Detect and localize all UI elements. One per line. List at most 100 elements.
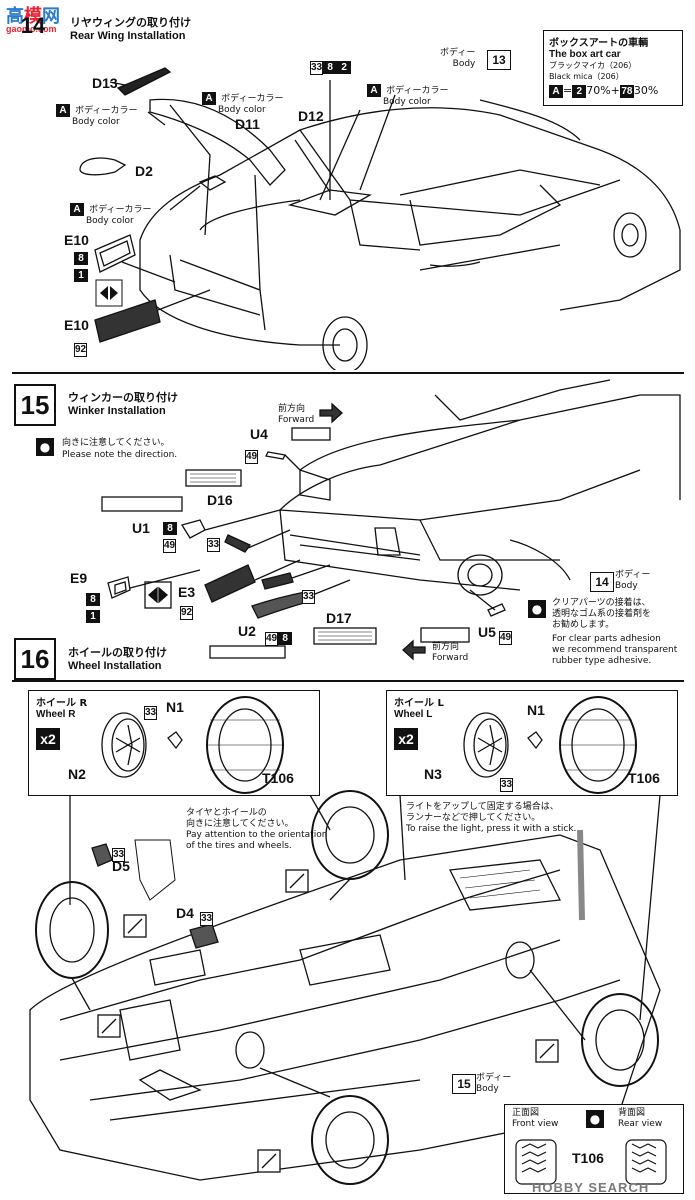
boxart-title-en: The box art car: [549, 49, 621, 60]
color-a-1: A: [56, 104, 70, 117]
paint-49-u4: 49: [245, 444, 259, 464]
paint-33-d17: 33: [302, 584, 316, 604]
body-color-4: A ボディーカラー Body color: [70, 197, 151, 227]
body-color-en-4: Body color: [86, 216, 134, 226]
step-14-title: リヤウィングの取り付け Rear Wing Installation: [70, 14, 191, 42]
step14-body-ref: ボディー Body: [440, 48, 475, 70]
wheel-l-jp: ホイール L: [394, 698, 444, 709]
divider-15-16: [12, 680, 684, 682]
tire-orientation-note: タイヤとホイールの 向きに注意してください。 Pay attention to …: [186, 808, 327, 852]
paint-33-d4-badge: 33: [200, 912, 214, 926]
wheel-l-33: 33: [500, 772, 514, 792]
paint-8: 8: [323, 61, 338, 74]
forward-bottom-en: Forward: [432, 653, 469, 663]
body-color-3: A ボディーカラー Body color: [367, 78, 448, 108]
step-15-number: 15: [14, 384, 56, 426]
forward-bottom: 前方向 Forward: [432, 642, 468, 664]
color-2-badge: 2: [572, 85, 587, 98]
step-16-number: 16: [14, 638, 56, 680]
wheel-r-x2: x2: [36, 728, 60, 750]
note1-en-2: of the tires and wheels.: [186, 841, 292, 851]
wm-char-3: 网: [42, 6, 60, 26]
rear-view-en: Rear view: [618, 1119, 663, 1129]
step15-note-en: Please note the direction.: [62, 450, 178, 460]
note1-en-1: Pay attention to the orientation: [186, 830, 328, 840]
paint-33-d4: 33: [200, 906, 214, 926]
wheel-l-en: Wheel L: [394, 709, 433, 720]
light-note: ライトをアップして固定する場合は、 ランナーなどで押してください。 To rai…: [406, 802, 576, 835]
forward-top-en: Forward: [278, 415, 315, 425]
paint-e10: 8 1: [74, 248, 88, 282]
part-d11: D11: [235, 116, 260, 132]
paint-8-u1: 8: [163, 522, 177, 535]
glue-icon-view: ●: [586, 1110, 604, 1128]
wm-char-2: 模: [24, 6, 42, 26]
color-a-badge: A: [549, 85, 563, 98]
step15-body-ref: ボディー Body: [615, 570, 650, 592]
paint-92-e3: 92: [180, 600, 194, 620]
boxart-sub-jp: ブラックマイカ（206）: [549, 61, 637, 70]
color-a-2: A: [202, 92, 216, 105]
wheel-l-title: ホイール L Wheel L: [394, 694, 444, 720]
formula-p2: 30%: [633, 84, 659, 97]
paint-1-e10: 1: [74, 269, 88, 282]
paint-e9: 8 1: [86, 589, 100, 623]
divider-14-15: [12, 372, 684, 374]
step-15-title-jp: ウィンカーの取り付け: [68, 391, 178, 404]
part-u1: U1: [132, 520, 150, 536]
step-15-title-en: Winker Installation: [68, 405, 166, 417]
wm-char-1: 高: [6, 6, 24, 26]
part-u2: U2: [238, 623, 256, 639]
watermark-bottom: HOBBY SEARCH: [532, 1180, 650, 1195]
watermark-logo: 高模网: [6, 2, 60, 28]
glue-icon-clear: ●: [528, 600, 546, 618]
paint-49-badge-u5: 49: [499, 631, 513, 645]
wheel-diagram: [29, 696, 661, 1185]
color-78-badge: 78: [619, 85, 634, 98]
paint-92: 92: [74, 337, 88, 357]
part-e3: E3: [178, 584, 196, 600]
forward-bottom-jp: 前方向: [432, 642, 460, 652]
wheel-r-jp: ホイール R: [36, 698, 88, 709]
step14-body-ref-num: 13: [487, 50, 511, 70]
wheel-l-x2: x2: [394, 728, 418, 750]
clear-note-en-3: rubber type adhesive.: [552, 656, 652, 666]
boxart-box: ボックスアートの車輌 The box art car ブラックマイカ（206） …: [543, 30, 683, 106]
paint-u1: 8 49: [163, 518, 177, 553]
paint-33-d5-badge: 33: [112, 848, 126, 862]
part-d5: D5: [112, 858, 130, 874]
wheel-r-n2: N2: [68, 766, 86, 782]
rear-view-jp: 背面図: [618, 1108, 646, 1118]
step-14-title-jp: リヤウィングの取り付け: [70, 16, 191, 29]
wheel-l-33-badge: 33: [500, 778, 514, 792]
forward-top: 前方向 Forward: [278, 404, 314, 426]
body-color-jp-4: ボディーカラー: [89, 205, 152, 215]
wheel-l-t106: T106: [628, 770, 660, 786]
rear-view-label: 背面図 Rear view: [618, 1108, 662, 1130]
step15-body-en: Body: [615, 581, 638, 591]
wheel-l-n3: N3: [424, 766, 442, 782]
paint-8-u2: 8: [278, 632, 293, 645]
tire-tread-icons: [515, 1139, 667, 1185]
note1-jp-1: タイヤとホイールの: [186, 808, 267, 818]
clear-note-en-2: we recommend transparent: [552, 645, 678, 655]
body-color-en-3: Body color: [383, 97, 431, 107]
view-t106: T106: [572, 1150, 604, 1166]
clear-note-jp-1: クリアパーツの接着は、: [552, 598, 651, 608]
body-ref-en: Body: [452, 59, 476, 69]
step16-body-ref: ボディー Body: [476, 1073, 511, 1095]
step16-body-en: Body: [476, 1084, 499, 1094]
view-glue-icon: ●: [586, 1108, 604, 1128]
body-color-en-1: Body color: [72, 117, 120, 127]
step16-body-ref-num: 15: [452, 1074, 476, 1094]
step-16-title-jp: ホイールの取り付け: [68, 646, 167, 659]
paint-49-u2: 49: [265, 632, 279, 646]
part-d16: D16: [207, 492, 233, 508]
paint-33-d16: 33: [207, 532, 221, 552]
paint-92-badge-e3: 92: [180, 606, 194, 620]
step15-note: ● 向きに注意してください。 Please note the direction…: [36, 436, 177, 460]
note2-jp-1: ライトをアップして固定する場合は、: [406, 802, 559, 812]
formula-p1: 70%+: [586, 84, 620, 97]
part-e10-frame: E10: [64, 232, 89, 248]
